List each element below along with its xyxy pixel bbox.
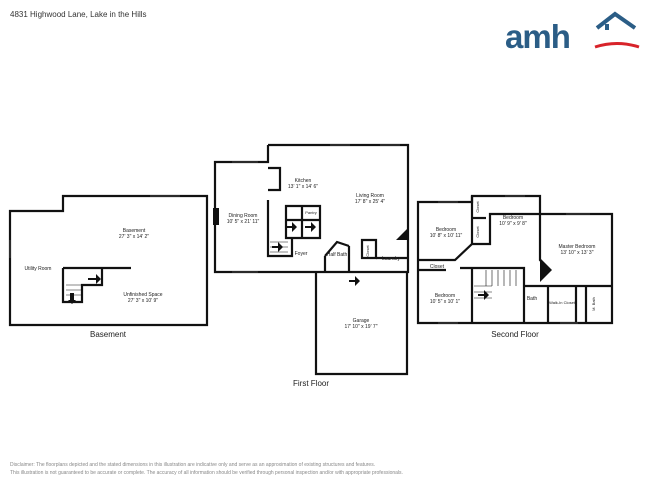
room-bedroom-1-dims: 10' 8" x 10' 11" [430, 233, 463, 239]
room-unfinished-dims: 27' 3" x 10' 9" [128, 298, 158, 304]
room-garage-dims: 17' 10" x 19' 7" [345, 324, 378, 330]
room-bedroom-2-dims: 10' 9" x 9' 8" [499, 221, 527, 227]
master-corner [540, 258, 552, 282]
stair-arrow-first-3 [272, 242, 283, 252]
room-closet-first: Closet [365, 244, 370, 256]
room-dining-dims: 10' 5" x 21' 11" [227, 219, 260, 225]
room-half-bath: Half Bath [327, 252, 348, 258]
fireplace [213, 208, 219, 225]
room-master-bedroom: Master Bedroom [559, 244, 596, 250]
stair-arrow-basement-2 [68, 293, 76, 304]
room-basement: Basement [123, 228, 146, 234]
room-kitchen-dims: 13' 1" x 14' 6" [288, 184, 318, 190]
basement-walls [8, 194, 209, 327]
room-walk-in-closet: Walk-In Closet [549, 300, 576, 305]
stair-arrows [68, 222, 489, 304]
room-bath: Bath [527, 296, 538, 302]
floor-label-first: First Floor [293, 379, 329, 388]
stair-arrow-garage [349, 276, 360, 286]
room-bedroom-2: Bedroom [503, 215, 523, 221]
room-bedroom-3-dims: 10' 5" x 10' 1" [430, 299, 460, 305]
room-basement-dims: 27' 3" x 14' 2" [119, 234, 149, 240]
room-unfinished: Unfinished Space [123, 292, 162, 298]
room-pantry: Pantry [305, 210, 317, 215]
first-floor-walls [213, 143, 410, 376]
room-bedroom-3: Bedroom [435, 293, 455, 299]
room-utility: Utility Room [25, 266, 52, 272]
room-laundry: Laundry [382, 256, 401, 262]
disclaimer-line-2: This illustration is not guaranteed to b… [10, 470, 403, 476]
stair-arrow-basement [88, 274, 101, 284]
room-closet-a: Closet [475, 200, 480, 212]
property-address: 4831 Highwood Lane, Lake in the Hills [10, 10, 147, 19]
room-foyer: Foyer [295, 251, 308, 257]
logo-house-icon [594, 11, 640, 49]
room-garage: Garage [353, 318, 370, 324]
room-dining: Dining Room [229, 213, 258, 219]
room-bedroom-1: Bedroom [436, 227, 456, 233]
room-closet-c: Closet [430, 264, 445, 270]
stair-arrow-second [478, 290, 489, 300]
room-master-bath: M. Bath [591, 297, 596, 311]
room-master-bedroom-dims: 13' 10" x 13' 3" [561, 250, 594, 256]
stair-arrow-first-2 [305, 222, 316, 232]
room-living: Living Room [356, 193, 384, 199]
room-kitchen: Kitchen [295, 178, 312, 184]
disclaimer-line-1: Disclaimer: The floorplans depicted and … [10, 462, 376, 468]
floor-label-basement: Basement [90, 330, 127, 339]
laundry-corner [396, 228, 408, 240]
room-closet-b: Closet [475, 225, 480, 237]
logo-wordmark: amh [505, 18, 571, 55]
floor-label-second: Second Floor [491, 330, 539, 339]
stair-arrow-first [286, 222, 297, 232]
room-living-dims: 17' 8" x 25' 4" [355, 199, 385, 205]
amh-logo: amh [505, 10, 640, 55]
